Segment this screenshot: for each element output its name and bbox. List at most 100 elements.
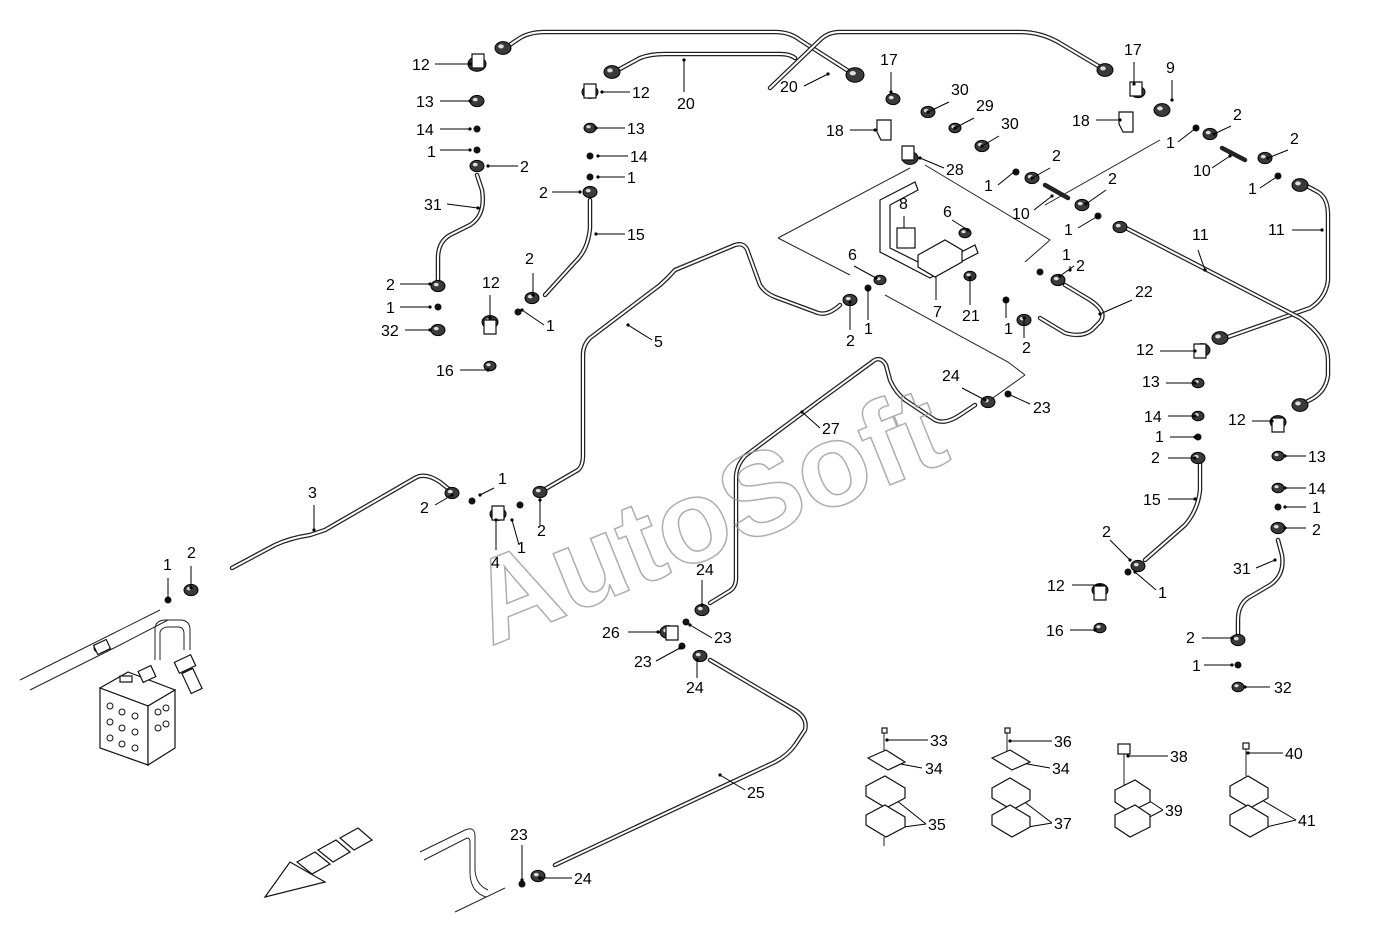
- callout-13: 13: [1308, 449, 1326, 466]
- callout-2: 2: [386, 277, 395, 294]
- watermark-text: AutoSoft: [451, 361, 962, 670]
- leader-line-30: [927, 101, 950, 113]
- leader-dot-20: [826, 72, 830, 76]
- callout-31: 31: [1233, 561, 1251, 578]
- pipe-10-b: [1219, 145, 1248, 163]
- leader-dot-1: [520, 308, 524, 312]
- fitting-ring: [1234, 661, 1242, 669]
- callout-12: 12: [1136, 342, 1154, 359]
- fitting-nut-highlight: [1053, 276, 1059, 281]
- callout-22: 22: [1135, 284, 1153, 301]
- leader-dot-13: [594, 126, 598, 130]
- fitting-nut: [1074, 198, 1090, 212]
- callout-9: 9: [1166, 60, 1175, 77]
- outline-block-3: [1044, 139, 1161, 206]
- leader-line-1: [1134, 571, 1157, 591]
- callout-36: 36: [1054, 734, 1072, 751]
- leader-dot-23: [678, 646, 682, 650]
- callout-1: 1: [1158, 585, 1167, 602]
- callout-1: 1: [984, 178, 993, 195]
- leader-line-2: [1109, 539, 1131, 561]
- leader-dot-5: [626, 323, 630, 327]
- fitting-ring: [682, 618, 690, 626]
- leader-dot-11: [1320, 228, 1324, 232]
- fitting-nut: [885, 92, 901, 106]
- fitting-nut-highlight: [1295, 181, 1301, 186]
- callout-6: 6: [848, 247, 857, 264]
- valve-block-cap: [119, 675, 133, 683]
- callout-1: 1: [1312, 500, 1321, 517]
- leader-dot-38: [1126, 754, 1130, 758]
- elbow-fitting: [491, 505, 505, 521]
- callout-2: 2: [1076, 258, 1085, 275]
- callout-21: 21: [962, 308, 980, 325]
- leader-line-2: [1213, 125, 1232, 135]
- fitting-nut: [1291, 398, 1309, 412]
- leader-dot-2: [1084, 202, 1088, 206]
- leader-dot-15: [594, 232, 598, 236]
- leader-dot-2: [1193, 456, 1197, 460]
- callout-1: 1: [546, 318, 555, 335]
- leader-dot-11: [1203, 268, 1207, 272]
- leader-dot-12: [1098, 583, 1102, 587]
- tank-loop: [154, 619, 191, 660]
- leader-line-20: [803, 73, 829, 87]
- fitting-nut: [532, 485, 548, 499]
- leader-dot-3: [312, 528, 316, 532]
- callout-2: 2: [1151, 450, 1160, 467]
- callout-2: 2: [1108, 171, 1117, 188]
- callout-2: 2: [1233, 107, 1242, 124]
- leader-line-1: [511, 519, 520, 546]
- callout-14: 14: [1144, 409, 1162, 426]
- fitting-ring: [516, 501, 524, 509]
- leader-dot-10: [1228, 154, 1232, 158]
- fitting-nut-highlight: [1133, 562, 1139, 567]
- fitting-nut: [1096, 63, 1114, 77]
- fitting-nut-highlight: [695, 652, 701, 657]
- fitting-nut-highlight: [1233, 636, 1239, 641]
- leader-line-2: [1267, 149, 1289, 159]
- fitting-nut-highlight: [607, 68, 613, 73]
- valve-fittings: [92, 638, 203, 695]
- elbow-fitting: [901, 145, 915, 161]
- callout-23: 23: [510, 827, 528, 844]
- callout-3: 3: [308, 485, 317, 502]
- fitting-nut-highlight: [966, 273, 971, 277]
- leader-dot-2: [1266, 156, 1270, 160]
- callout-24: 24: [696, 562, 714, 579]
- valve-block-ports: [106, 702, 170, 752]
- fitting-nut-highlight: [527, 294, 533, 299]
- fitting-nut: [1231, 681, 1245, 693]
- fitting-ring: [473, 146, 481, 154]
- leader-dot-2: [578, 190, 582, 194]
- callout-28: 28: [946, 162, 964, 179]
- leader-dot-1: [468, 148, 472, 152]
- fitting-nut: [1202, 127, 1218, 141]
- fitting-ring: [586, 173, 594, 181]
- leader-line-25: [719, 774, 746, 791]
- fitting-nut: [582, 185, 598, 199]
- leader-dot-1: [596, 175, 600, 179]
- fitting-nut-highlight: [1295, 401, 1301, 406]
- bottom-pipe-c: [454, 887, 506, 913]
- callout-30: 30: [951, 82, 969, 99]
- fitting-nut-highlight: [1274, 453, 1279, 457]
- fitting-ring: [514, 308, 522, 316]
- callout-35: 35: [928, 817, 946, 834]
- callout-14: 14: [630, 149, 648, 166]
- leader-line-5: [627, 324, 653, 341]
- fitting-nut-highlight: [586, 125, 591, 129]
- callout-7: 7: [933, 304, 942, 321]
- callout-26: 26: [602, 625, 620, 642]
- leader-dot-1: [1194, 126, 1198, 130]
- fitting-nut: [1291, 178, 1309, 192]
- fitting-nut: [603, 65, 621, 79]
- callout-2: 2: [520, 159, 529, 176]
- callout-31: 31: [424, 197, 442, 214]
- leader-dot-1: [1230, 663, 1234, 667]
- callout-1: 1: [498, 471, 507, 488]
- leader-dot-23: [1006, 392, 1010, 396]
- leader-dot-2: [1212, 132, 1216, 136]
- callout-12: 12: [412, 57, 430, 74]
